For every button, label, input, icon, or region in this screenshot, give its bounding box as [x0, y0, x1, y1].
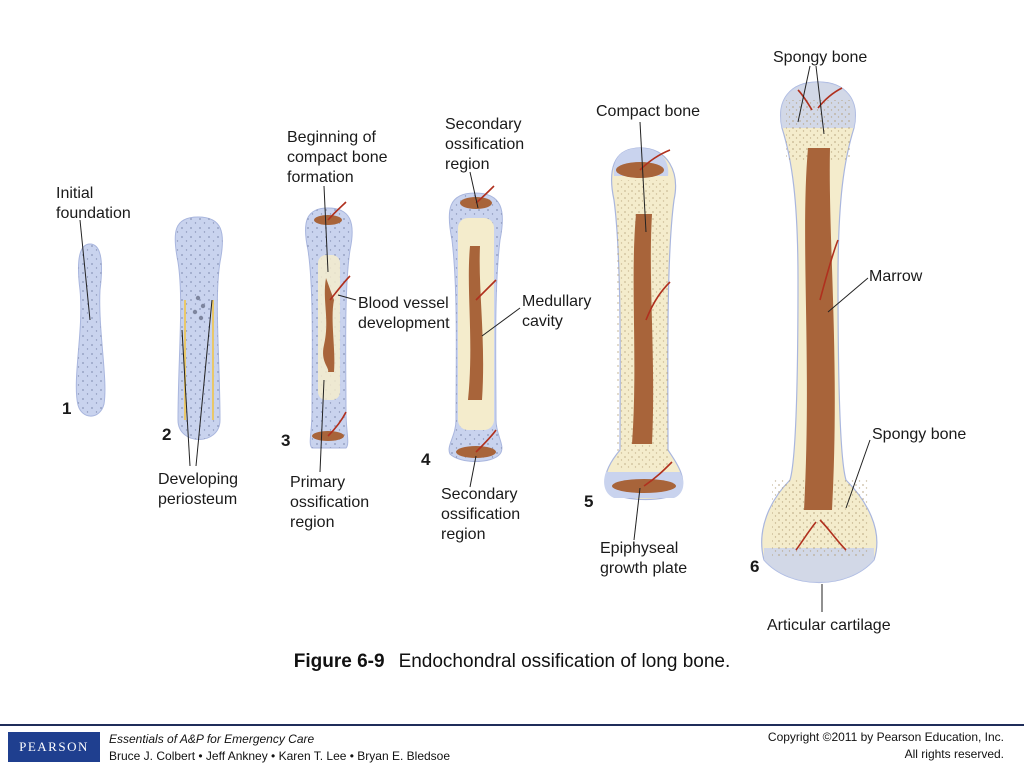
stage-number-6: 6 [750, 557, 759, 576]
label-compact-bone: Compact bone [596, 103, 700, 120]
leader-lines [79, 65, 871, 612]
slide-footer: PEARSON Essentials of A&P for Emergency … [0, 724, 1024, 768]
bone-stage-6 [761, 81, 878, 584]
book-title: Essentials of A&P for Emergency Care [109, 732, 315, 746]
label-beginning-compact-bone: Beginning of compact bone formation [287, 129, 392, 186]
copyright-text: Copyright ©2011 by Pearson Education, In… [767, 730, 1004, 744]
stage-number-4: 4 [421, 450, 431, 469]
figure-caption: Figure 6-9 Endochondral ossification of l… [0, 651, 1024, 673]
figure-title: Endochondral ossification of long bone. [398, 651, 731, 672]
label-secondary-ossification-top: Secondary ossification region [445, 116, 529, 173]
bone-stage-2 [174, 216, 223, 440]
label-primary-ossification: Primary ossification region [290, 474, 374, 531]
label-secondary-ossification-bottom: Secondary ossification region [441, 486, 525, 543]
label-marrow: Marrow [869, 268, 923, 285]
bone-stage-3 [305, 201, 353, 449]
stage-number-1: 1 [62, 399, 71, 418]
stage-number-5: 5 [584, 492, 593, 511]
label-blood-vessel: Blood vessel development [358, 295, 453, 332]
label-articular-cartilage: Articular cartilage [767, 617, 891, 634]
pearson-logo: PEARSON [8, 732, 100, 762]
figure-number: Figure 6-9 [293, 651, 385, 672]
stage-number-2: 2 [162, 425, 171, 444]
bone-stage-4 [448, 185, 503, 462]
label-epiphyseal-plate: Epiphyseal growth plate [600, 540, 687, 577]
book-authors: Bruce J. Colbert • Jeff Ankney • Karen T… [109, 749, 451, 763]
bone-stage-5 [604, 147, 684, 501]
label-medullary-cavity: Medullary cavity [522, 293, 596, 330]
label-spongy-bone-top: Spongy bone [773, 49, 867, 66]
label-developing-periosteum: Developing periosteum [158, 471, 243, 508]
rights-text: All rights reserved. [904, 747, 1004, 761]
stage-number-3: 3 [281, 431, 290, 450]
footer-rule [0, 724, 1024, 726]
bone-stage-1 [75, 243, 106, 417]
label-initial-foundation: Initial foundation [56, 185, 131, 222]
label-spongy-bone-bottom: Spongy bone [872, 426, 966, 443]
